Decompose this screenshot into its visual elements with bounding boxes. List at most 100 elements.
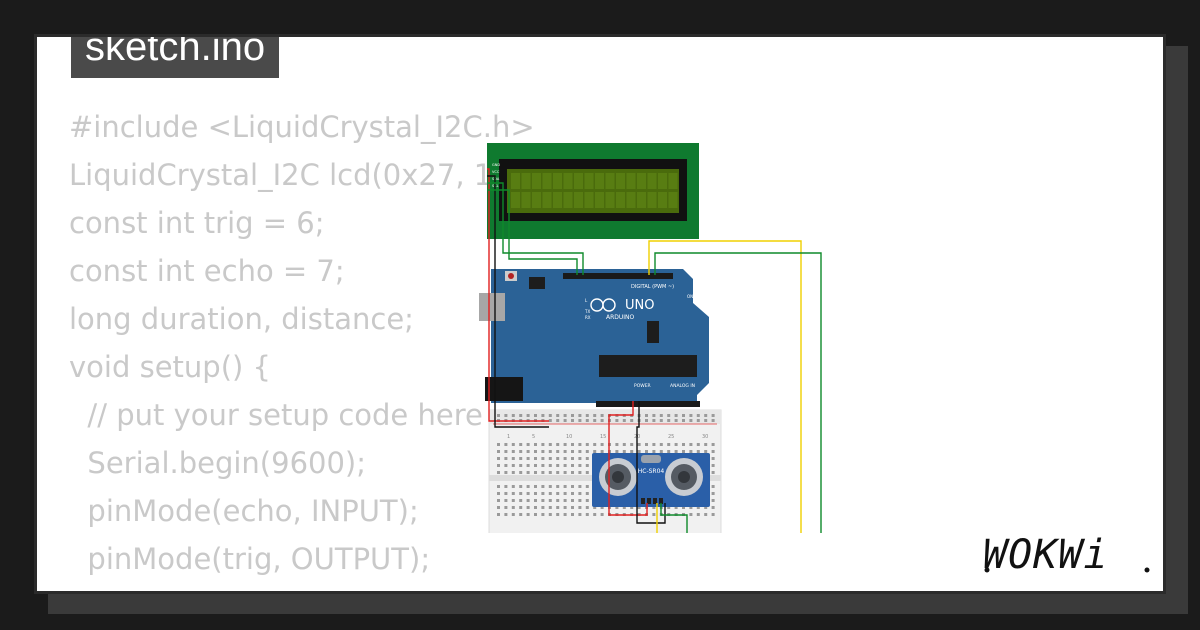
breadboard-hole bbox=[511, 492, 515, 495]
breadboard-hole bbox=[696, 450, 700, 453]
bb-num-5: 5 bbox=[532, 434, 535, 440]
breadboard-hole bbox=[704, 506, 708, 509]
breadboard-hole bbox=[563, 450, 567, 453]
lcd-cell bbox=[553, 192, 562, 208]
breadboard-hole bbox=[652, 506, 656, 509]
breadboard-hole bbox=[556, 492, 560, 495]
breadboard-hole bbox=[682, 414, 685, 417]
breadboard-hole bbox=[696, 419, 700, 422]
breadboard-hole bbox=[556, 457, 560, 460]
breadboard-hole bbox=[711, 506, 715, 509]
breadboard-hole bbox=[645, 419, 648, 422]
breadboard-hole bbox=[600, 419, 604, 422]
breadboard-hole bbox=[534, 513, 537, 516]
breadboard-hole bbox=[578, 457, 582, 460]
breadboard-hole bbox=[519, 492, 523, 495]
breadboard-hole bbox=[593, 419, 597, 422]
breadboard-hole bbox=[704, 414, 708, 417]
wokwi-logo: WOKWi bbox=[983, 532, 1150, 578]
breadboard-hole bbox=[548, 464, 552, 467]
breadboard-hole bbox=[497, 506, 500, 509]
code-line-6: void setup() { bbox=[69, 350, 271, 384]
breadboard-hole bbox=[667, 506, 671, 509]
breadboard-hole bbox=[571, 485, 574, 488]
breadboard-hole bbox=[585, 492, 589, 495]
breadboard-hole bbox=[682, 419, 685, 422]
code-line-1: #include <LiquidCrystal_I2C.h> bbox=[69, 110, 535, 144]
breadboard-hole bbox=[563, 414, 567, 417]
breadboard-hole bbox=[548, 457, 552, 460]
breadboard-hole bbox=[571, 471, 574, 474]
lcd-cell bbox=[626, 192, 636, 208]
breadboard-hole bbox=[556, 419, 560, 422]
breadboard-hole bbox=[526, 506, 530, 509]
wokwi-logo-text: WOKWi bbox=[983, 532, 1108, 578]
breadboard-hole bbox=[696, 414, 700, 417]
sketch-filename-tab: sketch.ino bbox=[71, 37, 280, 78]
bb-num-10: 10 bbox=[566, 434, 572, 440]
breadboard-hole bbox=[556, 499, 560, 502]
breadboard-hole bbox=[563, 457, 567, 460]
breadboard-hole bbox=[645, 443, 648, 446]
lcd-cell bbox=[511, 192, 520, 208]
digital-pins-label: DIGITAL (PWM ~) bbox=[631, 284, 674, 290]
breadboard-hole bbox=[497, 464, 500, 467]
breadboard-hole bbox=[711, 443, 715, 446]
lcd-display: GND VCC SDA SCL bbox=[487, 143, 699, 239]
breadboard-hole bbox=[711, 457, 715, 460]
lcd-cell bbox=[626, 173, 636, 189]
breadboard-hole bbox=[504, 513, 508, 516]
breadboard-hole bbox=[689, 506, 693, 509]
breadboard-hole bbox=[519, 443, 523, 446]
breadboard-hole bbox=[534, 457, 537, 460]
breadboard-hole bbox=[511, 450, 515, 453]
breadboard-hole bbox=[696, 513, 700, 516]
lcd-cell bbox=[616, 173, 625, 189]
lcd-cell bbox=[658, 192, 667, 208]
breadboard-hole bbox=[511, 485, 515, 488]
breadboard-hole bbox=[541, 457, 545, 460]
breadboard-hole bbox=[497, 457, 500, 460]
breadboard-hole bbox=[534, 414, 537, 417]
lcd-cell bbox=[637, 192, 646, 208]
breadboard-hole bbox=[585, 457, 589, 460]
analog-pins-label: ANALOG IN bbox=[670, 383, 695, 389]
breadboard-hole bbox=[556, 450, 560, 453]
breadboard-hole bbox=[593, 443, 597, 446]
breadboard-hole bbox=[548, 506, 552, 509]
breadboard-hole bbox=[519, 471, 523, 474]
breadboard-hole bbox=[578, 499, 582, 502]
breadboard-hole bbox=[652, 450, 656, 453]
breadboard-hole bbox=[497, 499, 500, 502]
breadboard-hole bbox=[578, 506, 582, 509]
breadboard-hole bbox=[534, 450, 537, 453]
breadboard-hole bbox=[696, 506, 700, 509]
code-line-10: pinMode(trig, OUTPUT); bbox=[69, 542, 431, 576]
power-pins-label: POWER bbox=[634, 383, 651, 389]
breadboard-hole bbox=[534, 464, 537, 467]
breadboard-hole bbox=[556, 471, 560, 474]
breadboard-hole bbox=[578, 443, 582, 446]
breadboard-hole bbox=[541, 506, 545, 509]
lcd-cell bbox=[574, 173, 583, 189]
lcd-cell bbox=[563, 173, 573, 189]
breadboard-hole bbox=[504, 499, 508, 502]
breadboard-hole bbox=[504, 450, 508, 453]
breadboard-hole bbox=[548, 499, 552, 502]
breadboard-hole bbox=[548, 471, 552, 474]
breadboard-hole bbox=[682, 506, 685, 509]
aref-label: AREF bbox=[563, 266, 572, 270]
lcd-cell bbox=[647, 192, 657, 208]
code-line-11: lcd.init(); bbox=[69, 583, 569, 591]
breadboard-hole bbox=[615, 506, 619, 509]
breadboard-hole bbox=[504, 414, 508, 417]
breadboard-hole bbox=[541, 443, 545, 446]
breadboard-hole bbox=[600, 506, 604, 509]
breadboard-hole bbox=[659, 419, 663, 422]
lcd-pin-vcc: VCC bbox=[492, 170, 500, 174]
breadboard-hole bbox=[593, 450, 597, 453]
led-rx-label: RX bbox=[585, 315, 591, 320]
breadboard-hole bbox=[504, 471, 508, 474]
breadboard-hole bbox=[541, 471, 545, 474]
breadboard-hole bbox=[497, 471, 500, 474]
